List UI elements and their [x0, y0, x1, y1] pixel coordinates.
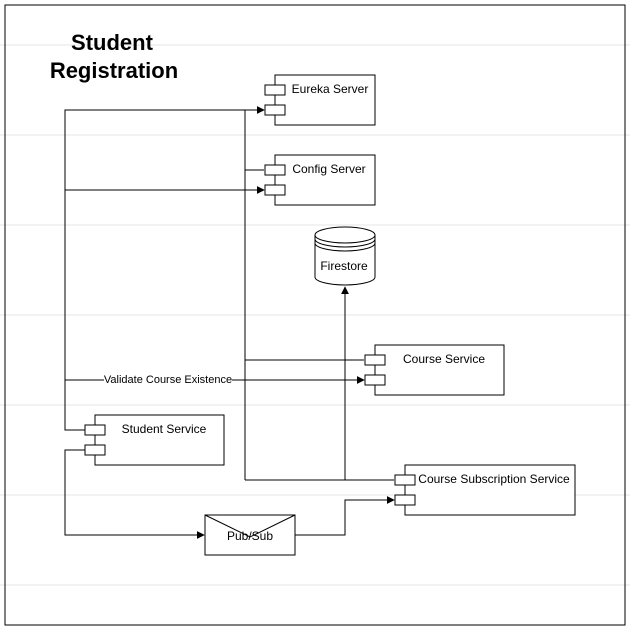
validate-label-bg [104, 372, 232, 386]
config-port-top [264, 164, 286, 176]
eureka-port-bottom [264, 104, 286, 116]
student-port-bottom [84, 444, 106, 456]
pubsub-to-subscription-line [295, 496, 395, 536]
student-port-top [84, 424, 106, 436]
firestore-database[interactable]: Firestore [314, 226, 376, 286]
eureka-server-component[interactable]: Eureka Server [264, 74, 376, 126]
subscription-port-top [394, 474, 416, 486]
diagram-frame [4, 4, 626, 626]
background-grid [0, 44, 630, 586]
student-bus-line [64, 106, 265, 431]
diagram-title-line1: Student [71, 30, 154, 55]
course-service-label: Course Service [403, 352, 485, 366]
diagram-title-line2: Registration [50, 58, 178, 83]
eureka-port-top [264, 84, 286, 96]
course-service-component[interactable]: Course Service [364, 344, 505, 396]
student-to-pubsub-line [64, 449, 205, 539]
firestore-label: Firestore [320, 259, 368, 273]
course-port-top [364, 354, 386, 366]
connectors [64, 106, 395, 539]
pubsub-label: Pub/Sub [227, 529, 273, 543]
pubsub-envelope[interactable]: Pub/Sub [204, 514, 296, 556]
validate-course-label: Validate Course Existence [104, 374, 232, 386]
course-subscription-service-label: Course Subscription Service [418, 472, 570, 486]
student-service-label: Student Service [122, 422, 207, 436]
config-port-bottom [264, 184, 286, 196]
course-subscription-service-component[interactable]: Course Subscription Service [394, 464, 576, 516]
subscription-port-bottom [394, 494, 416, 506]
student-service-component[interactable]: Student Service [84, 414, 225, 466]
config-server-label: Config Server [292, 162, 365, 176]
config-server-component[interactable]: Config Server [264, 154, 376, 206]
course-port-bottom [364, 374, 386, 386]
eureka-server-label: Eureka Server [292, 82, 369, 96]
